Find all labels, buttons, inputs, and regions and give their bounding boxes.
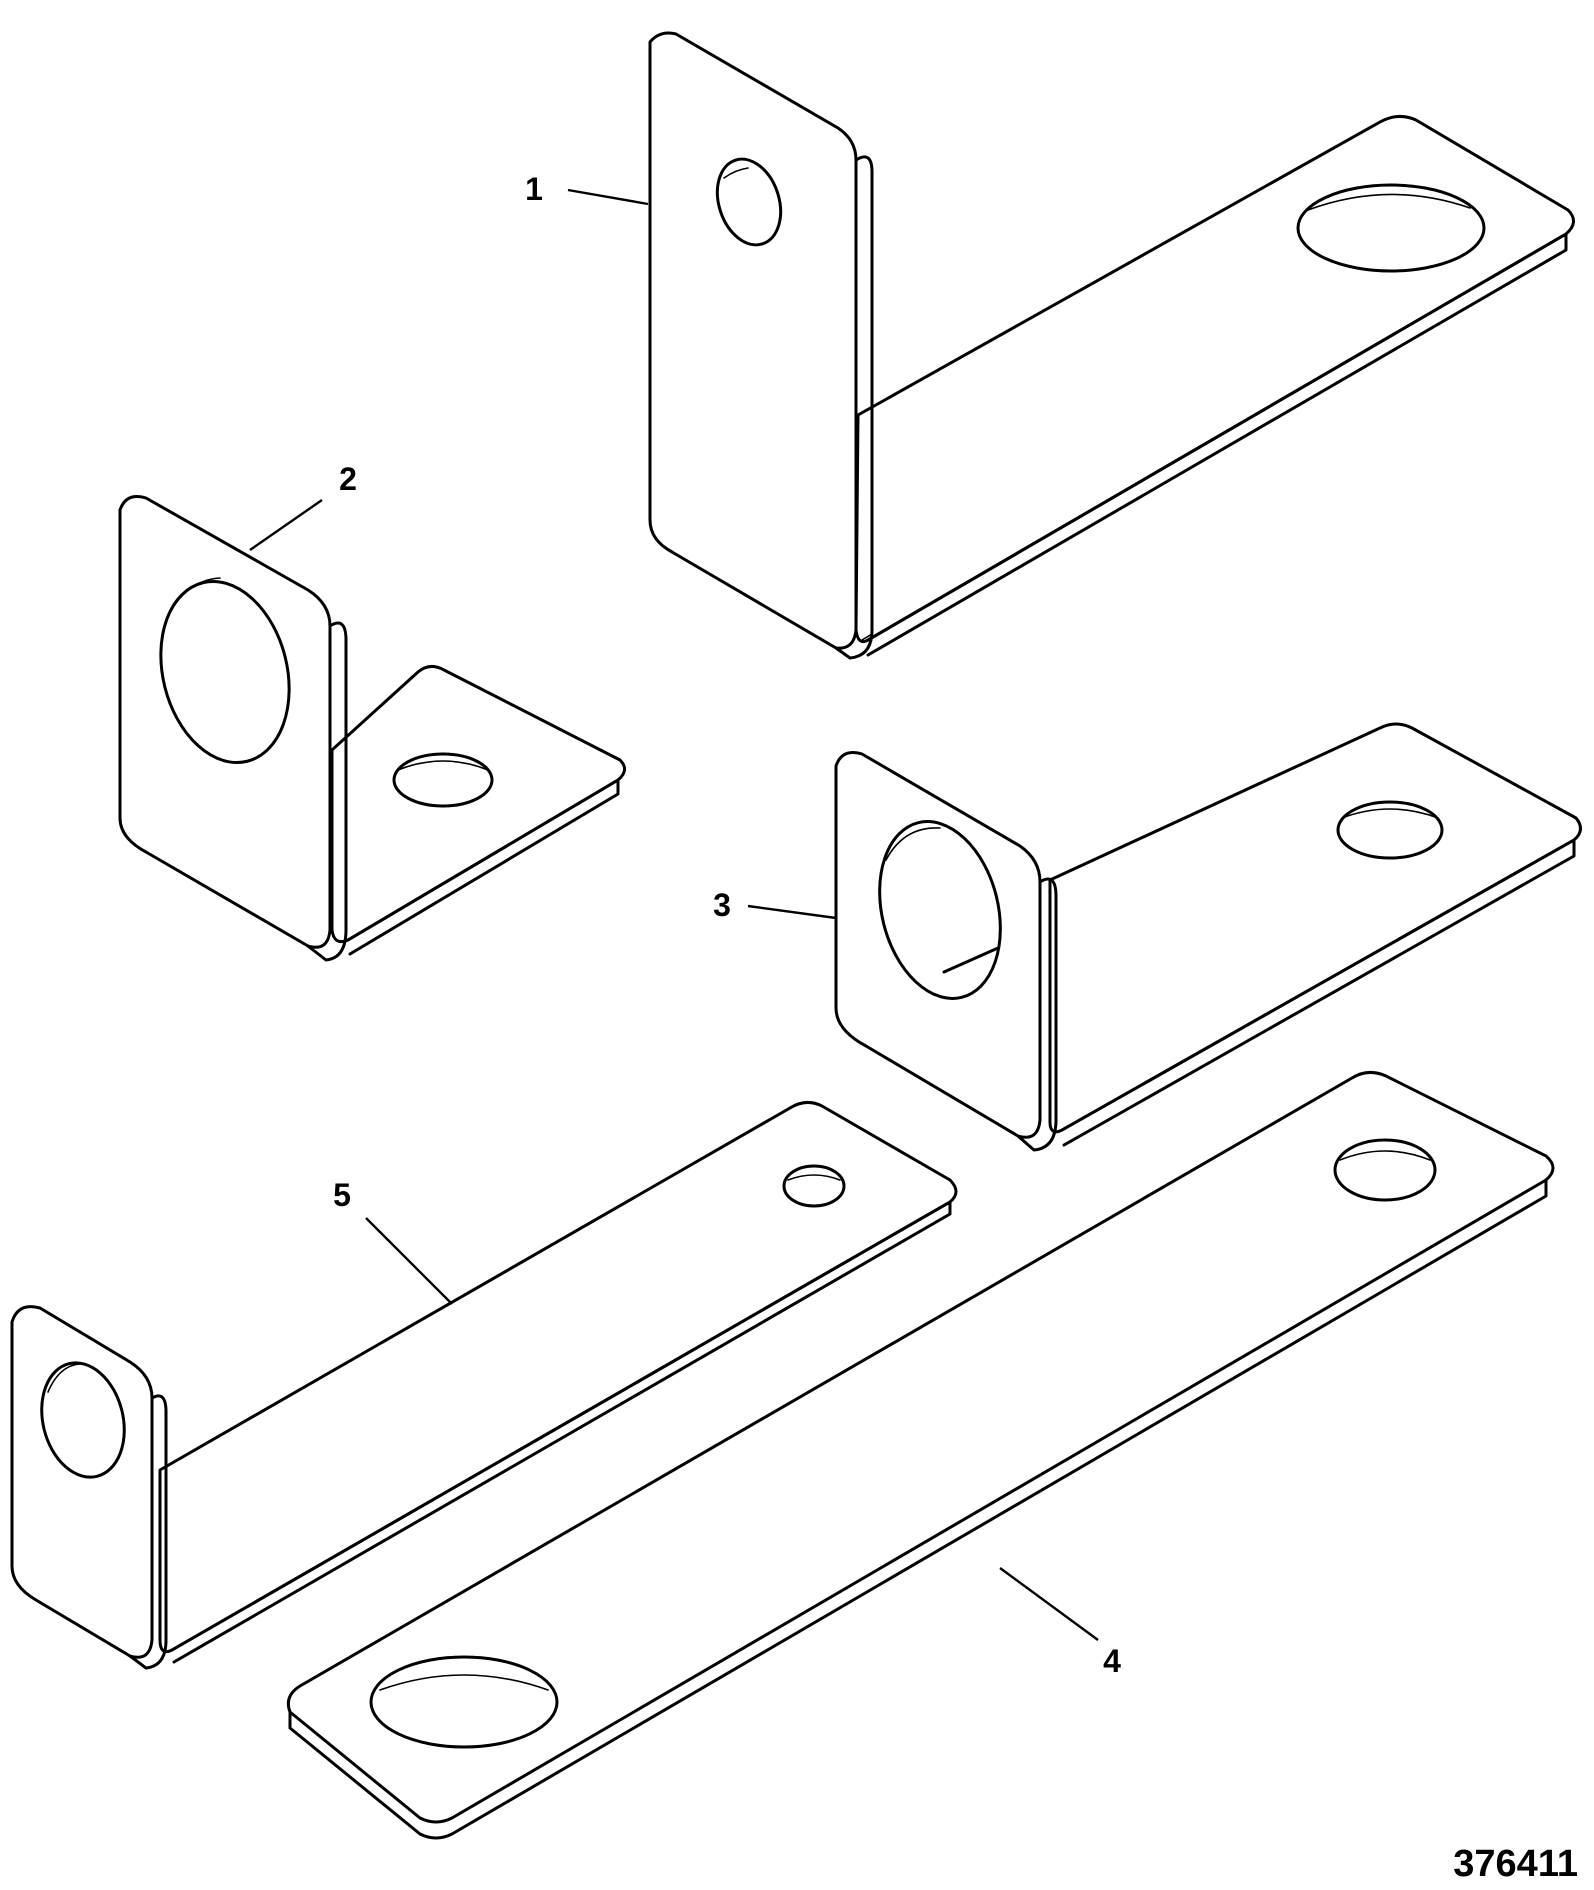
callout-5: 5 (333, 1177, 351, 1213)
leader-line-3 (747, 904, 837, 920)
part-4-flat-plate (286, 1071, 1555, 1840)
part-5-long-bracket (10, 1101, 958, 1670)
leader-line-1 (567, 188, 649, 206)
callout-3: 3 (713, 887, 731, 923)
leader-line-5 (365, 1217, 453, 1305)
leader-line-2 (249, 499, 323, 551)
part-3-large-hole-bracket (834, 722, 1582, 1152)
figure-id: 376411 (1453, 1843, 1578, 1885)
callout-4: 4 (1103, 1643, 1121, 1679)
part-2-small-bracket (118, 495, 626, 962)
part-1-tall-bracket (648, 31, 1575, 660)
leader-line-4 (999, 1567, 1099, 1641)
callout-2: 2 (339, 461, 357, 497)
callout-1: 1 (525, 171, 543, 207)
